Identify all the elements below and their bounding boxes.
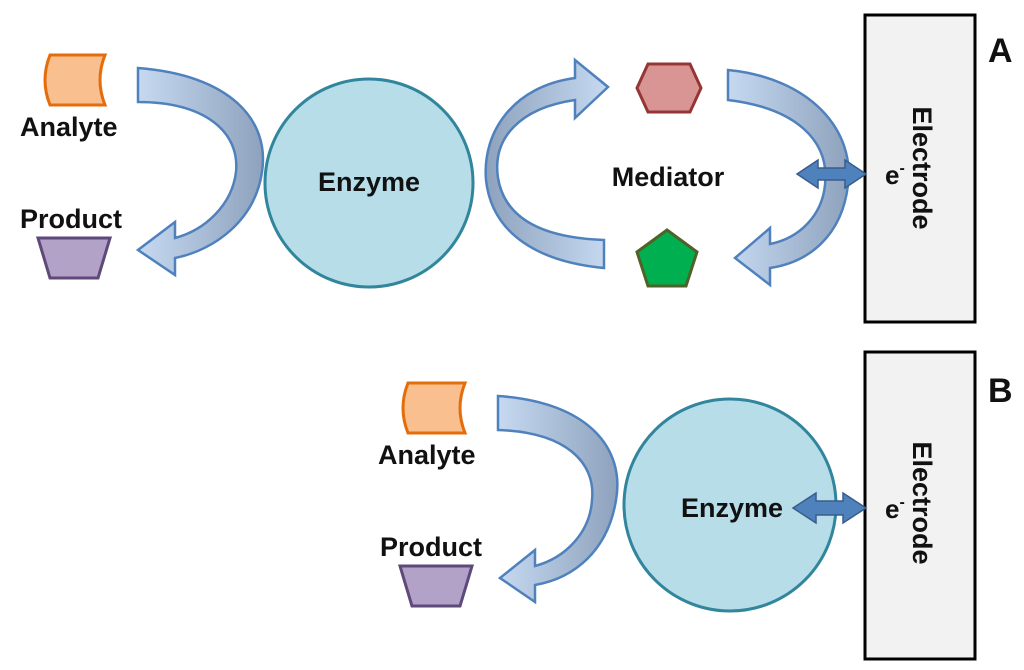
- mediator-label: Mediator: [612, 162, 725, 192]
- double-arrow-a: [795, 158, 868, 190]
- curved-arrow-a-middle: [484, 57, 610, 270]
- electron-a-label: e-: [885, 160, 905, 190]
- analyte-b-shape: [401, 381, 468, 435]
- product-a-label: Product: [20, 204, 122, 234]
- panel-b-letter: B: [988, 372, 1013, 410]
- product-a-shape: [35, 236, 113, 280]
- electrode-a-label: Electrode: [907, 106, 937, 229]
- double-arrow-b: [791, 491, 868, 525]
- enzyme-a-label: Enzyme: [318, 167, 420, 197]
- panel-a: Electrode A Analyte Product Enzyme Media…: [20, 13, 1013, 324]
- analyte-a-shape: [43, 53, 108, 107]
- panel-b: Electrode B Analyte Product Enzyme e-: [378, 350, 1013, 661]
- electrode-b-label: Electrode: [907, 441, 937, 564]
- product-b-label: Product: [380, 532, 482, 562]
- enzyme-a-circle: [263, 77, 475, 289]
- mediator-oxidized-hexagon: [635, 62, 703, 114]
- curved-arrow-a-left: [135, 66, 265, 278]
- analyte-b-label: Analyte: [378, 440, 476, 470]
- electrode-a: [863, 13, 977, 324]
- product-b-shape: [397, 564, 475, 608]
- mediator-reduced-pentagon: [635, 228, 699, 288]
- curved-arrow-b: [496, 394, 619, 605]
- analyte-a-label: Analyte: [20, 112, 118, 142]
- enzyme-b-label: Enzyme: [681, 493, 783, 523]
- electrode-b: [863, 350, 977, 661]
- panel-a-letter: A: [988, 32, 1013, 70]
- electron-b-label: e-: [885, 494, 905, 524]
- curved-arrow-a-right: [726, 68, 850, 288]
